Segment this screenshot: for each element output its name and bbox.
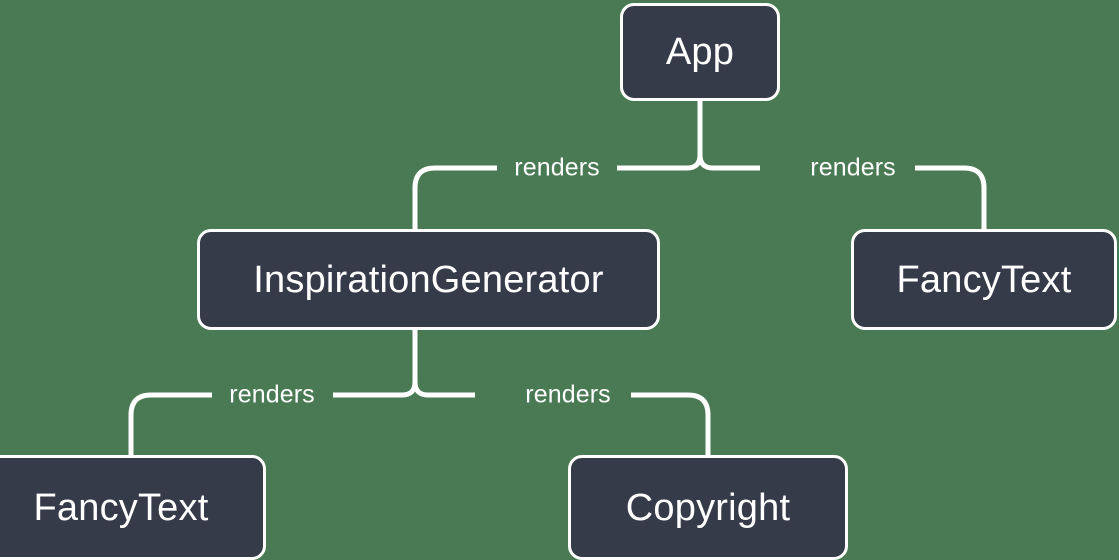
node-copyright-label: Copyright <box>625 486 791 529</box>
node-fancytext-bottom-left-label: FancyText <box>33 486 209 529</box>
edge-label-app-to-inspirationgenerator: renders <box>514 153 600 182</box>
edge-app-to-inspirationgenerator <box>412 165 497 229</box>
edge-app-junction <box>617 154 760 171</box>
node-app[interactable]: App <box>620 3 780 101</box>
edge-inspirationgenerator-to-copyright <box>631 392 711 455</box>
edge-label-inspirationgenerator-to-fancytext-bottom-left: renders <box>229 380 315 409</box>
node-copyright[interactable]: Copyright <box>568 455 848 560</box>
edge-inspirationgenerator-to-fancytext-bottom-left <box>128 392 212 455</box>
node-app-label: App <box>665 31 735 73</box>
edge-app-to-fancytext-right <box>915 165 987 229</box>
edge-label-inspirationgenerator-to-copyright: renders <box>525 380 611 409</box>
node-fancytext-bottom-left[interactable]: FancyText <box>0 455 266 560</box>
edge-inspirationgenerator-junction <box>333 381 475 398</box>
node-fancytext-right[interactable]: FancyText <box>851 229 1117 330</box>
node-inspirationgenerator[interactable]: InspirationGenerator <box>197 229 660 330</box>
node-inspirationgenerator-label: InspirationGenerator <box>253 258 604 301</box>
edge-label-app-to-fancytext-right: renders <box>810 153 896 182</box>
node-fancytext-right-label: FancyText <box>896 258 1072 301</box>
